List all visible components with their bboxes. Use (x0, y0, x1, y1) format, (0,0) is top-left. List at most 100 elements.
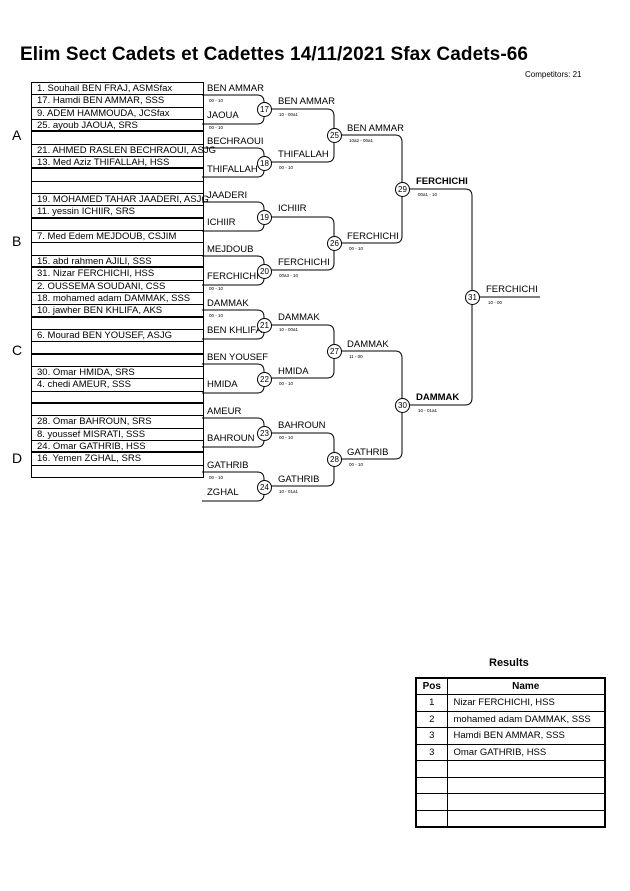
r1-top-name: DAMMAK (207, 298, 249, 309)
r1-top-score: 00 - 10 (209, 475, 224, 480)
r1-winner: THIFALLAH (278, 149, 329, 160)
entrant-row (32, 466, 203, 478)
r1-bottom-name: BEN KHLIFA (207, 325, 262, 336)
entrant-row (32, 243, 203, 256)
entrant-row (32, 404, 203, 417)
r1-score: 00a3 - 10 (279, 273, 299, 278)
result-name: Nizar FERCHICHI, HSS (446, 694, 606, 712)
section-label-d: D (12, 450, 23, 466)
r1-bottom-score: 00 - 10 (209, 125, 224, 130)
r2-score: 00 - 10 (349, 462, 364, 467)
result-name: mohamed adam DAMMAK, SSS (446, 710, 606, 728)
r1-score: 10 - 00a1 (279, 112, 299, 117)
result-name (446, 760, 606, 778)
r1-winner: BAHROUN (278, 420, 326, 431)
r3-score: 10 - 01a1 (418, 408, 438, 413)
r1-score: 00 - 10 (279, 165, 294, 170)
r3-score: 00a1 - 10 (418, 192, 438, 197)
r1-score: 00 - 10 (279, 435, 294, 440)
r1-top-name: BECHRAOUI (207, 136, 264, 147)
final-winner: FERCHICHI (486, 284, 538, 295)
match-number-29: 29 (395, 182, 410, 197)
r2-score: 11 - 00 (349, 354, 363, 359)
r1-winner: ICHIIR (278, 203, 307, 214)
r2-score: 00 - 10 (349, 246, 364, 251)
entrant-row: 15. abd rahmen AJILI, SSS (32, 256, 203, 269)
result-pos (415, 793, 448, 811)
entrant-row: 30. Omar HMIDA, SRS (32, 367, 203, 380)
r1-top-name: AMEUR (207, 406, 242, 417)
entrant-row: 4. chedi AMEUR, SSS (32, 379, 203, 392)
entrant-row: 25. ayoub JAOUA, SRS (32, 120, 203, 133)
entrant-row (32, 169, 203, 182)
entrant-row: 13. Med Aziz THIFALLAH, HSS (32, 157, 203, 170)
match-number-24: 24 (257, 480, 272, 495)
r1-bottom-name: ZGHAL (207, 487, 239, 498)
r2-winner: DAMMAK (347, 339, 389, 350)
r1-winner: DAMMAK (278, 312, 320, 323)
r1-winner: GATHRIB (278, 474, 320, 485)
result-pos: 2 (415, 710, 448, 728)
entrant-row (32, 182, 203, 195)
r1-winner: BEN AMMAR (278, 96, 336, 107)
results-row (415, 793, 606, 811)
r1-top-name: BEN AMMAR (207, 83, 265, 94)
result-name (446, 776, 606, 794)
result-pos: 1 (415, 694, 448, 712)
match-number-18: 18 (257, 156, 272, 171)
competitors-count: Competitors: 21 (525, 70, 582, 79)
match-number-17: 17 (257, 102, 272, 117)
r1-bottom-score: 00 - 10 (209, 286, 224, 291)
match-number-31: 31 (465, 290, 480, 305)
pos-header: Pos (415, 677, 448, 695)
entrant-row: 28. Omar BAHROUN, SRS (32, 416, 203, 429)
entrant-list: 1. Souhail BEN FRAJ, ASMSfax 17. Hamdi B… (31, 82, 216, 478)
match-number-27: 27 (327, 344, 342, 359)
entrant-row: 9. ADEM HAMMOUDA, JCSfax (32, 108, 203, 121)
result-pos (415, 809, 448, 827)
entrant-row: 11. yessin ICHIIR, SRS (32, 206, 203, 219)
entrant-row (32, 342, 203, 355)
section-label-a: A (12, 127, 22, 143)
entrant-row: 31. Nizar FERCHICHI, HSS (32, 268, 203, 281)
entrant-row (32, 219, 203, 232)
r2-score: 10a2 - 00a1 (349, 138, 374, 143)
section-label-b: B (12, 233, 22, 249)
results-title: Results (489, 657, 529, 669)
r1-bottom-name: HMIDA (207, 379, 238, 390)
name-header: Name (446, 677, 606, 695)
entrant-row: 7. Med Edem MEJDOUB, CSJIM (32, 231, 203, 244)
match-number-25: 25 (327, 128, 342, 143)
r1-score: 10 - 00a1 (279, 327, 299, 332)
result-pos: 3 (415, 743, 448, 761)
r2-winner: FERCHICHI (347, 231, 399, 242)
r2-winner: BEN AMMAR (347, 123, 405, 134)
entrant-row (32, 355, 203, 367)
r1-top-name: JAADERI (207, 190, 248, 201)
entrant-row (32, 132, 203, 145)
entrant-row: 2. OUSSEMA SOUDANI, CSS (32, 281, 203, 293)
match-number-23: 23 (257, 426, 272, 441)
r1-winner: FERCHICHI (278, 257, 330, 268)
r1-top-score: 00 - 10 (209, 313, 224, 318)
entrant-row: 17. Hamdi BEN AMMAR, SSS (32, 95, 203, 108)
r1-score: 10 - 01a1 (279, 489, 299, 494)
entrant-row: 1. Souhail BEN FRAJ, ASMSfax (32, 83, 203, 96)
entrant-row: 10. jawher BEN KHLIFA, AKS (32, 305, 203, 318)
r3-winner: DAMMAK (416, 392, 460, 403)
match-number-21: 21 (257, 318, 272, 333)
r1-winner: HMIDA (278, 366, 309, 377)
match-number-26: 26 (327, 236, 342, 251)
section-label-c: C (12, 342, 23, 358)
result-name: Omar GATHRIB, HSS (446, 743, 606, 761)
result-pos: 3 (415, 727, 448, 745)
r2-winner: GATHRIB (347, 447, 389, 458)
results-header-row: Pos Name (415, 677, 606, 695)
entrant-row (32, 392, 203, 404)
result-pos (415, 760, 448, 778)
match-number-19: 19 (257, 210, 272, 225)
r1-bottom-name: JAOUA (207, 110, 239, 121)
